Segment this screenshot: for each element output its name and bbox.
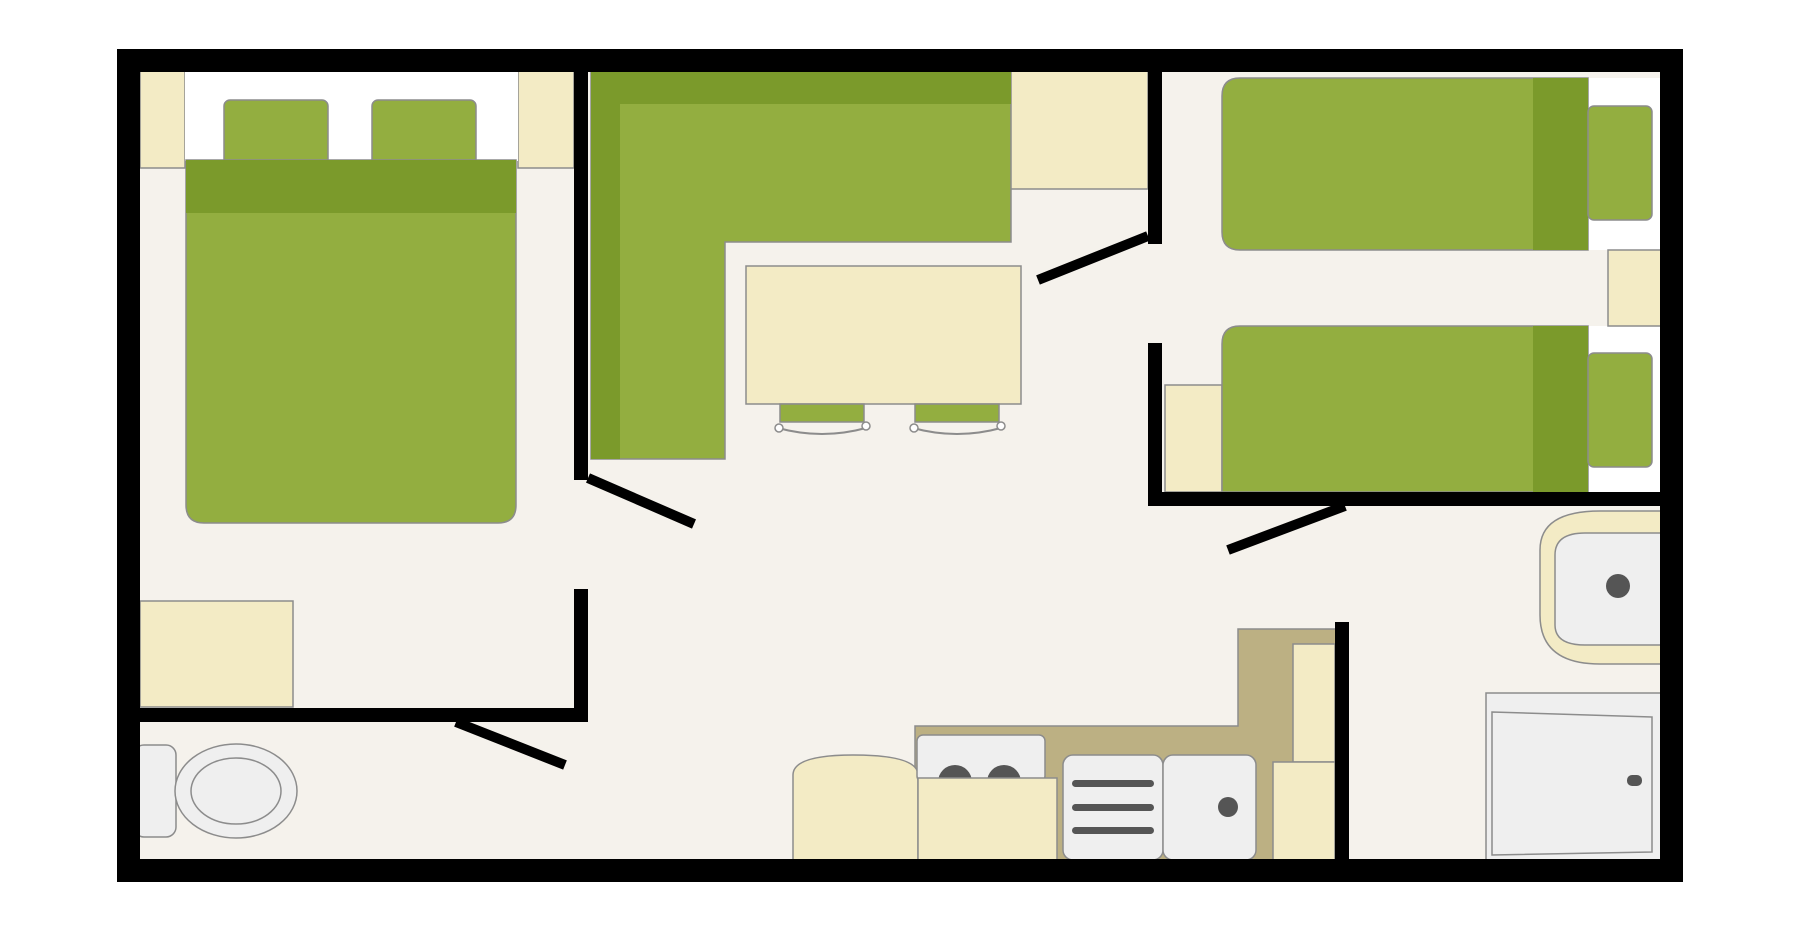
interior-walls xyxy=(118,59,1682,871)
wall-living-twin-upper xyxy=(1148,59,1162,244)
door-master-bedroom xyxy=(586,473,696,529)
wall-master-right-lower xyxy=(574,589,588,722)
washbasin-drain xyxy=(1606,574,1630,598)
dining-chair-right xyxy=(909,403,1006,435)
sink-basin xyxy=(1162,754,1257,861)
twin-bedroom xyxy=(1164,77,1671,493)
outer-walls xyxy=(117,49,1683,882)
doors xyxy=(454,231,1347,770)
toilet-seat xyxy=(190,757,282,825)
wall-twin-bottom xyxy=(1148,492,1682,506)
shower-door xyxy=(1491,711,1653,856)
single-pillow-top xyxy=(1587,105,1653,221)
door-living-twin xyxy=(1036,231,1150,285)
kitchen-shelf-upper xyxy=(1292,643,1336,763)
door-twin-bedroom xyxy=(1226,501,1347,555)
dining-table xyxy=(745,265,1022,405)
single-bed-top xyxy=(1221,77,1589,251)
drainer-ridge-3 xyxy=(1072,827,1154,834)
single-bed-bottom-fold xyxy=(1533,326,1588,492)
wall-kitchen-bath xyxy=(1335,622,1349,871)
pillow-right xyxy=(371,99,477,167)
dining-chair-left xyxy=(774,403,871,435)
double-bed xyxy=(185,159,517,524)
fridge xyxy=(792,754,919,861)
single-pillow-bottom xyxy=(1587,352,1653,468)
nightstand-right xyxy=(517,70,575,169)
twin-shelf xyxy=(1164,384,1223,493)
drainer-ridge-2 xyxy=(1072,804,1154,811)
toilet-room xyxy=(133,743,298,839)
stove-top xyxy=(916,734,1046,783)
master-bedroom xyxy=(139,70,575,708)
wall-living-twin-lower xyxy=(1148,343,1162,506)
nightstand-left xyxy=(139,70,186,169)
single-bed-top-fold xyxy=(1533,78,1588,250)
door-toilet xyxy=(454,717,567,770)
shower-drain xyxy=(1627,775,1642,786)
toilet-cistern xyxy=(133,744,177,838)
sink-drain xyxy=(1218,797,1238,817)
wardrobe xyxy=(139,600,294,708)
oven-cabinet xyxy=(917,777,1058,861)
kitchen xyxy=(792,628,1342,861)
wall-master-right-upper xyxy=(574,59,588,480)
drainer-ridge-1 xyxy=(1072,780,1154,787)
pillow-left xyxy=(223,99,329,167)
kitchen-shelf-lower xyxy=(1272,761,1336,861)
wall-toilet-top xyxy=(118,708,588,722)
bathroom xyxy=(1485,510,1671,861)
twin-nightstand xyxy=(1607,249,1671,327)
shelf-unit xyxy=(1009,70,1149,190)
living-area xyxy=(590,70,1149,460)
double-bed-fold xyxy=(186,160,516,213)
